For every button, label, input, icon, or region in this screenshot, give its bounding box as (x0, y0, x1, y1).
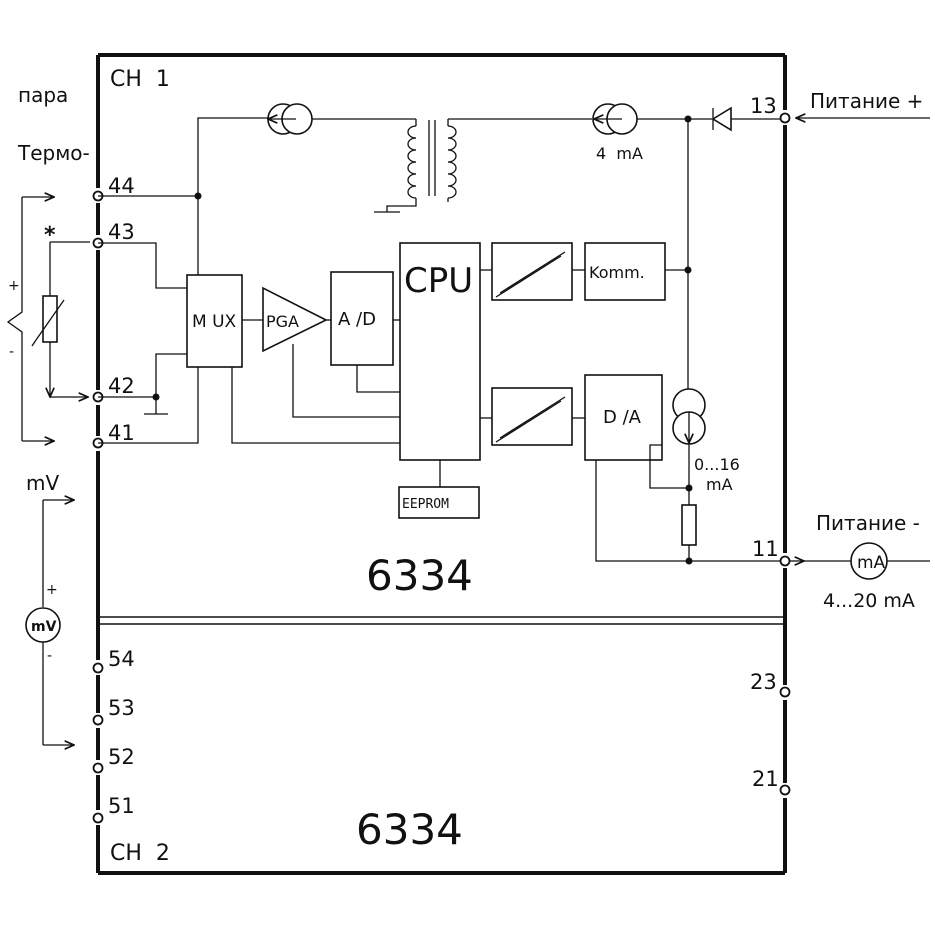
isolator-upper (480, 242, 585, 301)
isolator-lower (480, 387, 585, 446)
supply-minus-label: Питание - (816, 511, 920, 535)
terminal-13: 13 (750, 94, 791, 124)
terminal-53-label: 53 (108, 696, 135, 720)
terminal-11-label: 11 (752, 537, 779, 561)
ma-meter-icon: mA (857, 553, 886, 573)
thermocouple-symbol (6, 197, 54, 441)
thermocouple-minus: - (9, 344, 14, 360)
mv-plus: + (46, 582, 58, 598)
terminal-23: 23 (750, 670, 791, 698)
four-ma-label: 4 mA (596, 144, 643, 163)
cpu-block: CPU (399, 242, 481, 461)
thermocouple-plus: + (8, 278, 20, 294)
thermocouple-label-termo: Термо- (17, 141, 90, 165)
terminal-51-label: 51 (108, 794, 135, 818)
model-number-ch2: 6334 (356, 805, 463, 854)
mv-source-label: mV (26, 471, 59, 495)
output-current-source (595, 388, 780, 565)
channel-divider (100, 616, 783, 625)
da-block: D /A (584, 374, 663, 461)
terminal-44-label: 44 (108, 174, 135, 198)
range-0-16-unit: mA (706, 475, 733, 494)
terminal-43-label: 43 (108, 220, 135, 244)
terminal-41-label: 41 (108, 421, 135, 445)
pga-label: PGA (266, 312, 299, 331)
eeprom-label: EEPROM (402, 497, 449, 512)
terminal-53: 53 (92, 696, 135, 726)
channel2-label: CH 2 (110, 841, 170, 866)
terminal-54: 54 (92, 647, 135, 674)
terminal-21: 21 (752, 767, 791, 796)
terminal-44: 44 (92, 174, 135, 202)
supply-loop (268, 103, 780, 390)
terminal-42-label: 42 (108, 374, 135, 398)
mv-meter-icon: mV (31, 619, 57, 635)
terminal-52: 52 (92, 745, 135, 774)
supply-plus-label: Питание + (810, 89, 923, 113)
mux-label: M UX (192, 312, 237, 332)
cpu-label: CPU (404, 261, 473, 301)
terminal-13-label: 13 (750, 94, 777, 118)
pga-block: PGA (262, 286, 328, 353)
terminal-54-label: 54 (108, 647, 135, 671)
eeprom-block: EEPROM (398, 460, 480, 519)
supply-range-label: 4...20 mA (823, 590, 915, 612)
mv-minus: - (47, 648, 52, 664)
mv-source-symbol (25, 500, 74, 745)
thermocouple-label-para: пара (18, 83, 68, 107)
ad-block: A /D (330, 271, 394, 366)
input-wiring (98, 117, 268, 444)
rtd-resistor (31, 241, 90, 397)
terminal-41: 41 (92, 421, 135, 449)
range-0-16-label: 0...16 (694, 455, 740, 474)
terminal-51: 51 (92, 794, 135, 824)
ad-label: A /D (338, 309, 376, 330)
module-frame (96, 53, 787, 875)
comm-block: Komm. (584, 242, 688, 301)
transformer (374, 119, 457, 213)
comm-label: Komm. (589, 263, 645, 282)
terminal-23-label: 23 (750, 670, 777, 694)
mux-block: M UX (186, 274, 243, 368)
model-number-ch1: 6334 (366, 551, 473, 600)
terminal-21-label: 21 (752, 767, 779, 791)
da-label: D /A (603, 407, 642, 428)
control-wiring (231, 344, 400, 444)
supply-minus-wire (790, 542, 930, 580)
channel1-label: CH 1 (110, 67, 170, 92)
terminal-11: 11 (752, 537, 791, 567)
terminal-52-label: 52 (108, 745, 135, 769)
